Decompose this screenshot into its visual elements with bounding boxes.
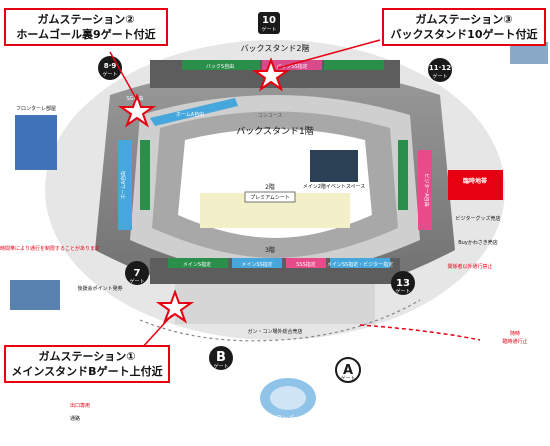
main-s-zone [168,258,228,268]
gate-a-letter: A [343,363,353,378]
visitor-goods-label: ビジターグッズ売店 [456,215,501,222]
fronpark-label: フロンパーク [270,415,306,422]
gum-station-2-callout: ガムステーション② ホームゴール裏9ゲート付近 [4,8,168,46]
home-a-label: ホームA自由 [176,111,204,118]
sss-label: SSS指定 [296,261,316,268]
visitor-a-right [418,150,432,230]
back-s-label: バックS自由 [206,63,234,70]
back-s-zone [182,60,260,70]
gum-station-2-star[interactable] [117,93,157,128]
back-1f-label: バックスタンド1階 [236,126,313,137]
floor3-label: 3階 [265,246,275,254]
gate-10-badge[interactable]: 10 ゲート [258,12,280,34]
premium-label: プレミアムシート [250,195,290,201]
gate-7-badge[interactable]: 7 ゲート [125,261,149,285]
back-ss-label: バックSS指定 [276,63,307,70]
gate-13-label: ゲート [395,288,410,295]
event-photo [310,150,358,182]
gate-1112-number: 11·12 [429,64,451,72]
red-restricted-path [359,324,481,341]
premium-seat-box [244,191,296,203]
home-a-left-label: ホームA自由 [120,171,127,199]
gum3-location: バックスタンド10ゲート付近 [390,28,538,41]
frontier-room-label: フロンターレ部屋 [16,105,56,112]
corner-photo [10,280,60,310]
gate-b-letter: B [216,350,226,365]
topright-photo [510,42,548,64]
gate-7-number: 7 [134,268,141,279]
gum3-leader [277,39,381,69]
gum1-location: メインスタンドBゲート上付近 [11,365,163,378]
walkway-path [139,299,421,342]
visitor-s-right [398,140,408,210]
restricted-legend-box [448,170,503,200]
restricted-legend-title: 臨時地帯 [463,177,487,185]
gum-station-3-callout: ガムステーション③ バックスタンド10ゲート付近 [382,8,546,46]
gate-a-label: ゲート [340,375,355,382]
gate-a-badge[interactable]: A ゲート [335,357,361,383]
gum2-title: ガムステーション② [37,13,135,26]
gate-10-number: 10 [262,15,276,26]
gate-7-label: ゲート [129,278,144,285]
gum2-leader [109,51,138,101]
main-s-label: メインS指定 [183,261,211,268]
red-right-1: 随時 [510,330,520,337]
exit-only-note: 出口専用 [70,402,90,409]
concourse-label: コンコース [258,113,283,119]
home-s-left [140,140,150,210]
pass-note: 通路 [70,415,80,422]
red-right-2: 臨時通行止 [502,338,527,345]
main-ss-zone [232,258,282,268]
sg-free-label: SG自由 [126,95,143,102]
gate-13-badge[interactable]: 13 ゲート [391,271,415,295]
frontier-photo [15,115,57,170]
gate-1112-label: ゲート [432,73,447,80]
gate-89-label: ゲート [102,71,117,78]
main-ss2-label: メインSS指定・ビジター指定 [327,261,393,268]
mascot-label: 後援会ポイント発券 [77,285,122,292]
sss-zone [286,258,326,268]
floor2-label: 2階 [265,183,275,191]
gum-station-1-star[interactable] [155,289,195,324]
event-space-label: メイン2階イベントスペース [303,183,366,190]
home-a-left [118,140,132,230]
main-ss-label: メインSS指定 [241,261,272,268]
gate-b-badge[interactable]: B ゲート [209,346,233,370]
main-building [175,284,375,324]
gum-station-3-star[interactable] [251,57,291,92]
gum2-location: ホームゴール裏9ゲート付近 [16,28,156,41]
main-ss-zone-2 [330,258,390,268]
home-a-band [150,98,238,126]
buy-goods-label: Buyかわさき売店 [458,239,498,246]
red-left-note: 時間帯により通行を制限することがあります [0,245,100,252]
back-ss-zone [262,60,322,70]
gate-13-number: 13 [396,278,410,289]
back-2f-label: バックスタンド2階 [241,43,310,53]
no-entry-note: 関係者以外通行禁止 [447,263,492,270]
gate-1112-badge[interactable]: 11·12 ゲート [428,58,452,82]
gum-station-1-callout: ガムステーション① メインスタンドBゲート上付近 [4,345,170,383]
gate-10-label: ゲート [261,26,276,33]
gate-b-label: ゲート [213,363,228,370]
gate-89-number: 8·9 [104,62,117,70]
gum1-title: ガムステーション① [38,350,136,363]
back-s-zone-2 [324,60,384,70]
gum3-title: ガムステーション③ [415,13,513,26]
visitor-a-label: ビジターA自由 [423,173,430,206]
gum1-leader [139,314,173,351]
shop-note: ガン・コン場外総合売店 [247,328,302,335]
